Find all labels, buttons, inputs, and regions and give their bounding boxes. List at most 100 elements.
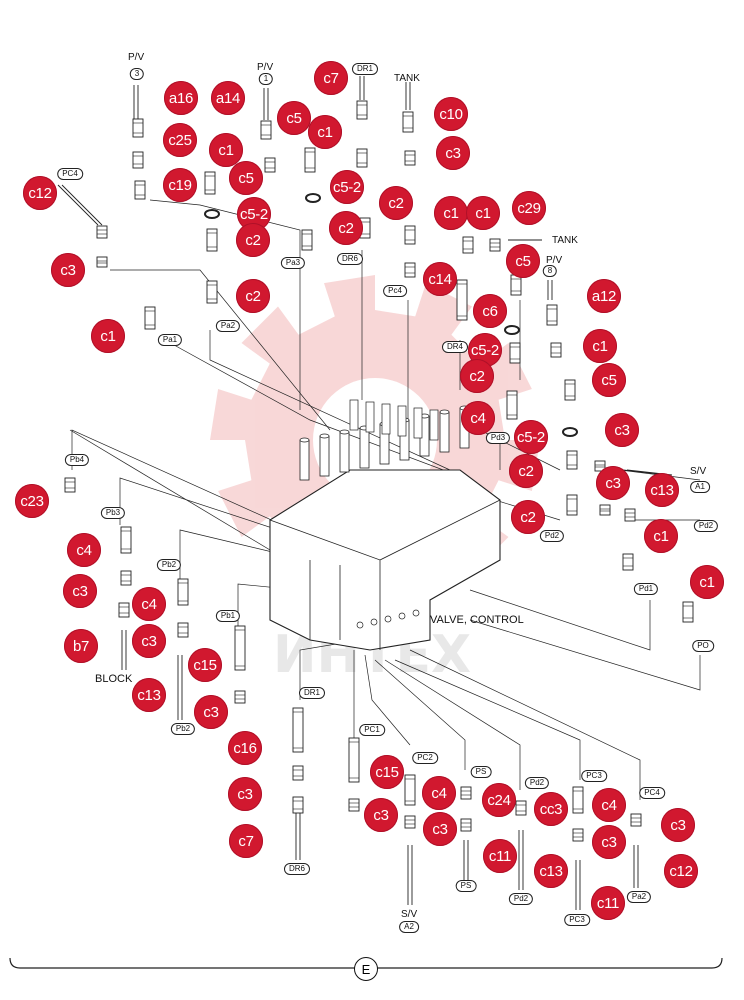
label-valve-control: VALVE, CONTROL — [430, 614, 524, 626]
callout-c14[interactable]: c14 — [423, 262, 457, 296]
callout-c3_l[interactable]: c3 — [63, 574, 97, 608]
control-valve-edges — [269, 499, 501, 650]
callout-c3_r[interactable]: c3 — [605, 413, 639, 447]
callout-c1_mid[interactable]: c1 — [209, 133, 243, 167]
callout-c6[interactable]: c6 — [473, 294, 507, 328]
fitting — [348, 737, 360, 783]
callout-c7_top[interactable]: c7 — [314, 61, 348, 95]
callout-c3_b5[interactable]: c3 — [592, 825, 626, 859]
port-tag-pd2_r2: Pd2 — [693, 520, 719, 532]
port-tag-pc3: PC3 — [581, 770, 607, 782]
callout-c3_b1[interactable]: c3 — [228, 777, 262, 811]
callout-c11_b2[interactable]: c11 — [591, 886, 625, 920]
port-tag-pa3: Pa3 — [280, 257, 306, 269]
fitting — [206, 280, 218, 304]
callout-c19[interactable]: c19 — [163, 168, 197, 202]
callout-c5_top[interactable]: c5 — [277, 101, 311, 135]
callout-c4_b[interactable]: c4 — [422, 776, 456, 810]
callout-c3_tank[interactable]: c3 — [436, 136, 470, 170]
callout-c15_l[interactable]: c15 — [188, 648, 222, 682]
fitting — [134, 180, 146, 200]
port-tag-pa2: Pa2 — [215, 320, 241, 332]
callout-c4_l2[interactable]: c4 — [132, 587, 166, 621]
callout-c5_r2[interactable]: c5 — [592, 363, 626, 397]
callout-c29[interactable]: c29 — [512, 191, 546, 225]
callout-c10[interactable]: c10 — [434, 97, 468, 131]
fitting — [404, 262, 416, 278]
callout-a16[interactable]: a16 — [164, 81, 198, 115]
callout-c2_d[interactable]: c2 — [329, 211, 363, 245]
callout-c4_r[interactable]: c4 — [461, 401, 495, 435]
fitting — [120, 570, 132, 586]
callout-c4_b2[interactable]: c4 — [592, 788, 626, 822]
callout-c13_l[interactable]: c13 — [132, 678, 166, 712]
valve-port-boss — [413, 407, 423, 439]
fitting — [292, 765, 304, 781]
callout-c2_c[interactable]: c2 — [379, 186, 413, 220]
fitting — [564, 379, 576, 401]
callout-b7[interactable]: b7 — [64, 629, 98, 663]
callout-a14[interactable]: a14 — [211, 81, 245, 115]
callout-c5-2_d[interactable]: c5-2 — [514, 420, 548, 454]
callout-c23[interactable]: c23 — [15, 484, 49, 518]
valve-bolt-hole — [412, 609, 420, 617]
callout-c5_r[interactable]: c5 — [506, 244, 540, 278]
fitting — [404, 150, 416, 166]
callout-c4_l[interactable]: c4 — [67, 533, 101, 567]
callout-c3_b4[interactable]: c3 — [661, 808, 695, 842]
leader-line — [374, 659, 466, 770]
callout-c3_b3[interactable]: c3 — [423, 812, 457, 846]
callout-c5-2_b[interactable]: c5-2 — [330, 170, 364, 204]
fitting — [118, 602, 130, 618]
callout-c3_r2[interactable]: c3 — [596, 466, 630, 500]
label-tank-top: TANK — [394, 73, 420, 84]
callout-c1_r2[interactable]: c1 — [466, 196, 500, 230]
label-pv-right: P/V — [546, 255, 563, 266]
fitting — [460, 818, 472, 832]
callout-c25[interactable]: c25 — [163, 123, 197, 157]
label-pv-mid: P/V — [257, 62, 274, 73]
fitting — [144, 306, 156, 330]
callout-c12_b[interactable]: c12 — [664, 854, 698, 888]
callout-c3_b2[interactable]: c3 — [364, 798, 398, 832]
fitting — [132, 151, 144, 169]
callout-c1_r4[interactable]: c1 — [644, 519, 678, 553]
fitting — [64, 477, 76, 493]
valve-spool-cap — [299, 437, 310, 443]
callout-c24[interactable]: c24 — [482, 783, 516, 817]
callout-c3_l2[interactable]: c3 — [132, 624, 166, 658]
fitting — [456, 279, 468, 321]
callout-c15_b[interactable]: c15 — [370, 755, 404, 789]
callout-c5_mid[interactable]: c5 — [229, 161, 263, 195]
fitting — [356, 148, 368, 168]
callout-c2_a[interactable]: c2 — [236, 223, 270, 257]
callout-a12[interactable]: a12 — [587, 279, 621, 313]
callout-cc3[interactable]: cc3 — [534, 792, 568, 826]
port-tag-pc1: PC1 — [359, 724, 385, 736]
callout-c2_e[interactable]: c2 — [460, 359, 494, 393]
label-block: BLOCK — [95, 673, 133, 685]
valve-port-boss — [429, 409, 439, 441]
callout-c1_po[interactable]: c1 — [690, 565, 724, 599]
fitting — [404, 815, 416, 829]
callout-c13_b[interactable]: c13 — [534, 854, 568, 888]
callout-c7_b[interactable]: c7 — [229, 824, 263, 858]
callout-c13_r[interactable]: c13 — [645, 473, 679, 507]
port-tag-pb2_b: Pb2 — [170, 723, 196, 735]
port-tag-pa2_b: Pa2 — [626, 891, 652, 903]
port-tag-pd2_r: Pd2 — [539, 530, 565, 542]
fitting — [682, 601, 694, 623]
callout-c11_b[interactable]: c11 — [483, 839, 517, 873]
callout-c12_top[interactable]: c12 — [23, 176, 57, 210]
callout-c2_b[interactable]: c2 — [236, 279, 270, 313]
callout-c2_f[interactable]: c2 — [509, 454, 543, 488]
callout-c1_r1[interactable]: c1 — [434, 196, 468, 230]
callout-c3_l3[interactable]: c3 — [194, 695, 228, 729]
callout-c2_g[interactable]: c2 — [511, 500, 545, 534]
callout-c1_top[interactable]: c1 — [308, 115, 342, 149]
callout-c1_pa1[interactable]: c1 — [91, 319, 125, 353]
callout-c3_left[interactable]: c3 — [51, 253, 85, 287]
callout-c16[interactable]: c16 — [228, 731, 262, 765]
callout-c1_r3[interactable]: c1 — [583, 329, 617, 363]
leader-line — [110, 269, 331, 431]
